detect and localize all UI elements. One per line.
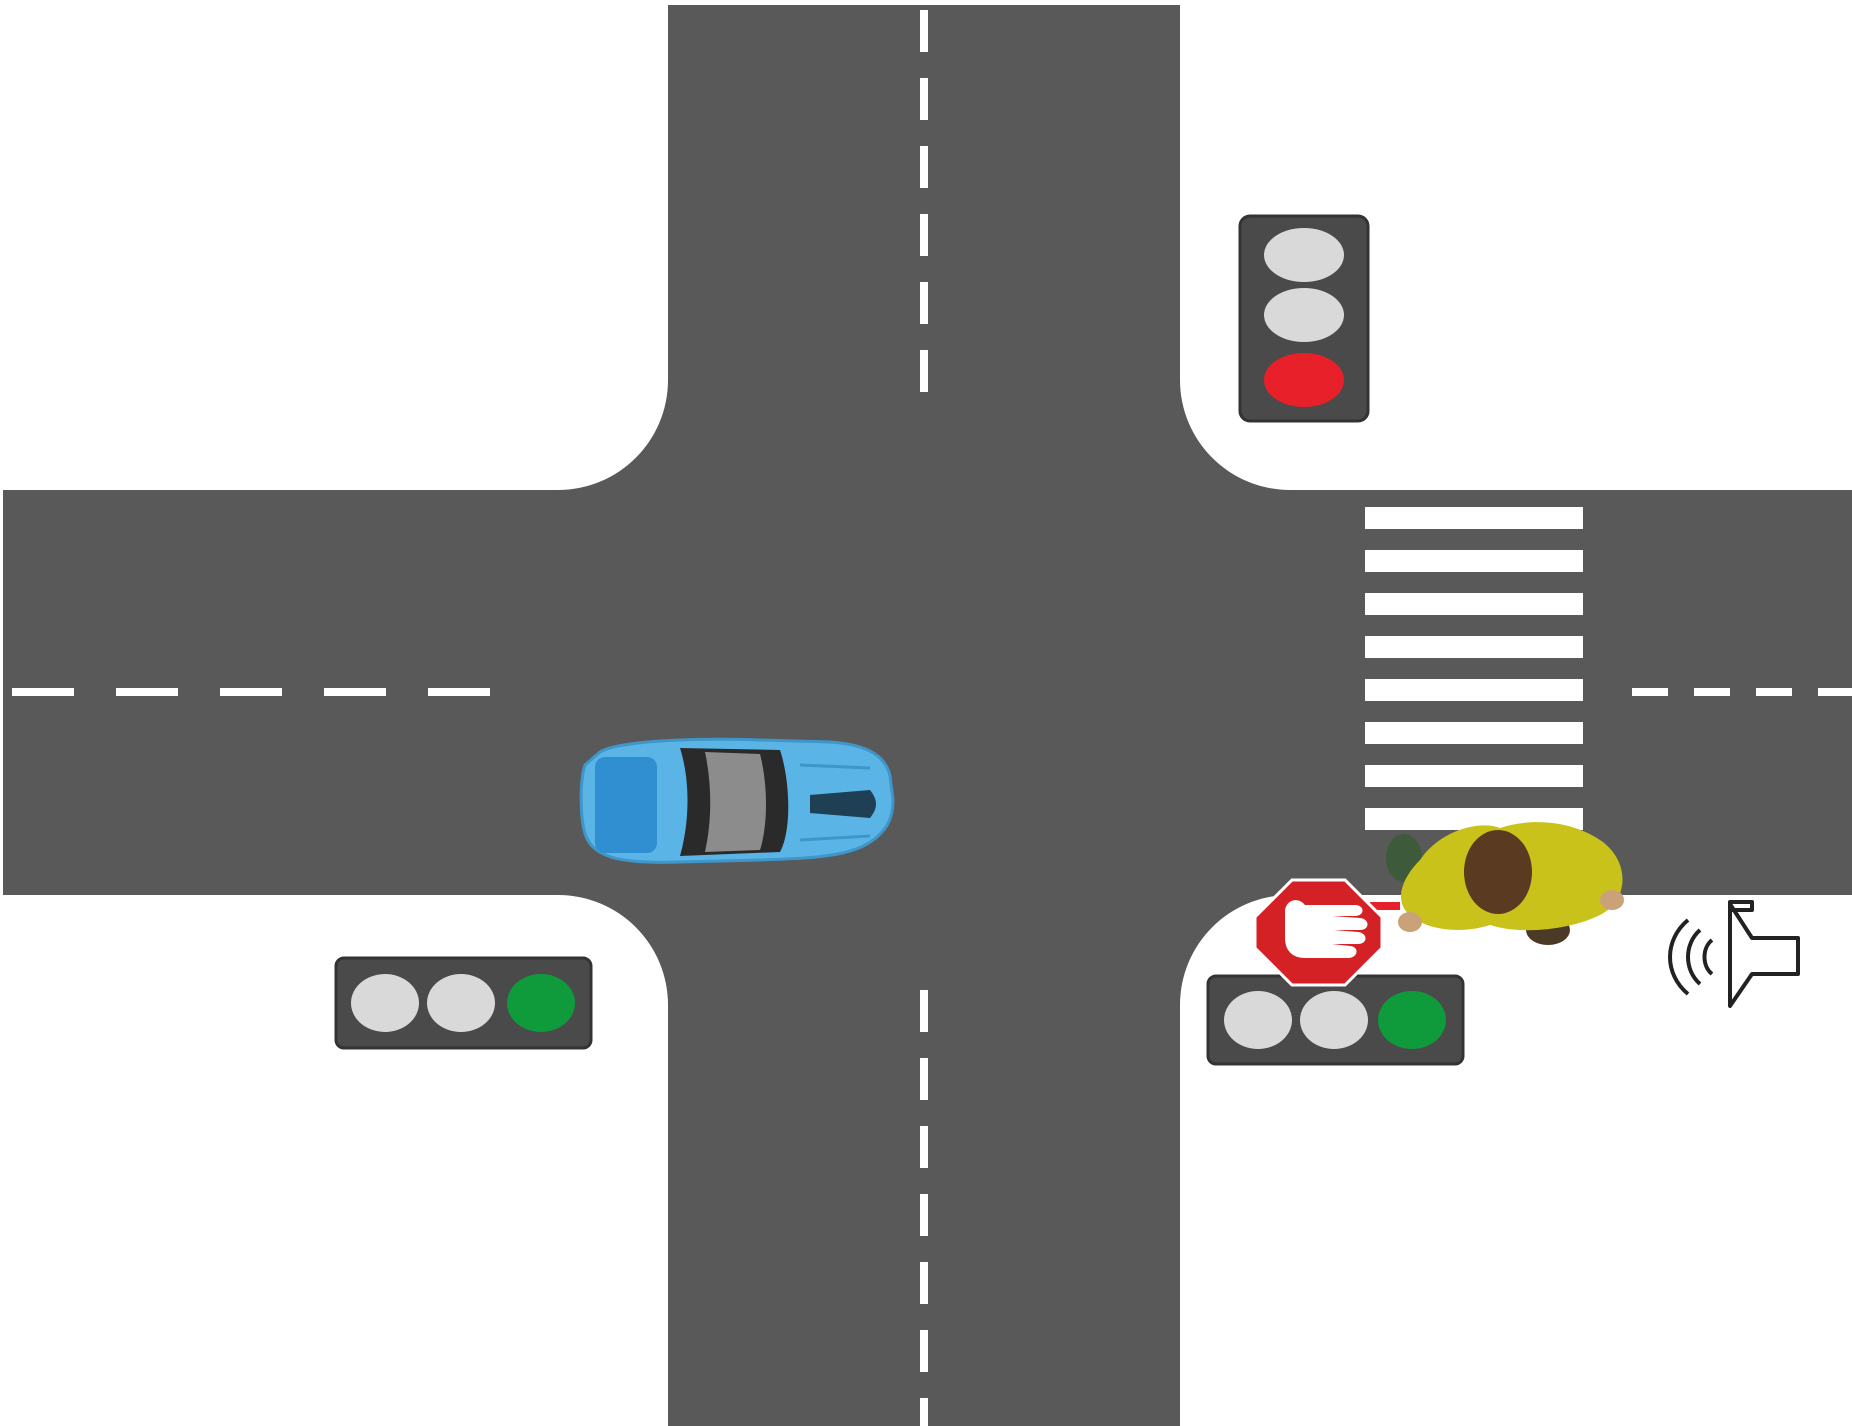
light-middle-off (427, 974, 495, 1032)
car-windshield-glare (705, 752, 766, 852)
car-rear-panel (595, 757, 657, 853)
crosswalk-stripe (1365, 765, 1583, 787)
pedestrian-hand (1600, 890, 1624, 910)
light-left-off (1224, 991, 1292, 1049)
pedestrian-hand (1398, 912, 1422, 932)
light-right-green (507, 974, 575, 1032)
crosswalk-stripe (1365, 679, 1583, 701)
crosswalk-stripe (1365, 550, 1583, 572)
crosswalk-stripe (1365, 722, 1583, 744)
light-left-off (351, 974, 419, 1032)
crosswalk-stripe (1365, 593, 1583, 615)
light-middle-off (1264, 288, 1344, 342)
light-bottom-red (1264, 353, 1344, 407)
pedestrian-head (1464, 830, 1532, 914)
light-top-off (1264, 228, 1344, 282)
light-right-green (1378, 991, 1446, 1049)
car-hood-vent (810, 790, 876, 818)
traffic-light-south-east (1208, 976, 1463, 1064)
light-middle-off (1300, 991, 1368, 1049)
crosswalk-stripe (1365, 507, 1583, 529)
traffic-light-north-east (1240, 216, 1368, 421)
hand-shape (1285, 900, 1368, 958)
crosswalk-stripe (1365, 636, 1583, 658)
car-icon (581, 739, 893, 862)
traffic-light-south-west (336, 958, 591, 1048)
